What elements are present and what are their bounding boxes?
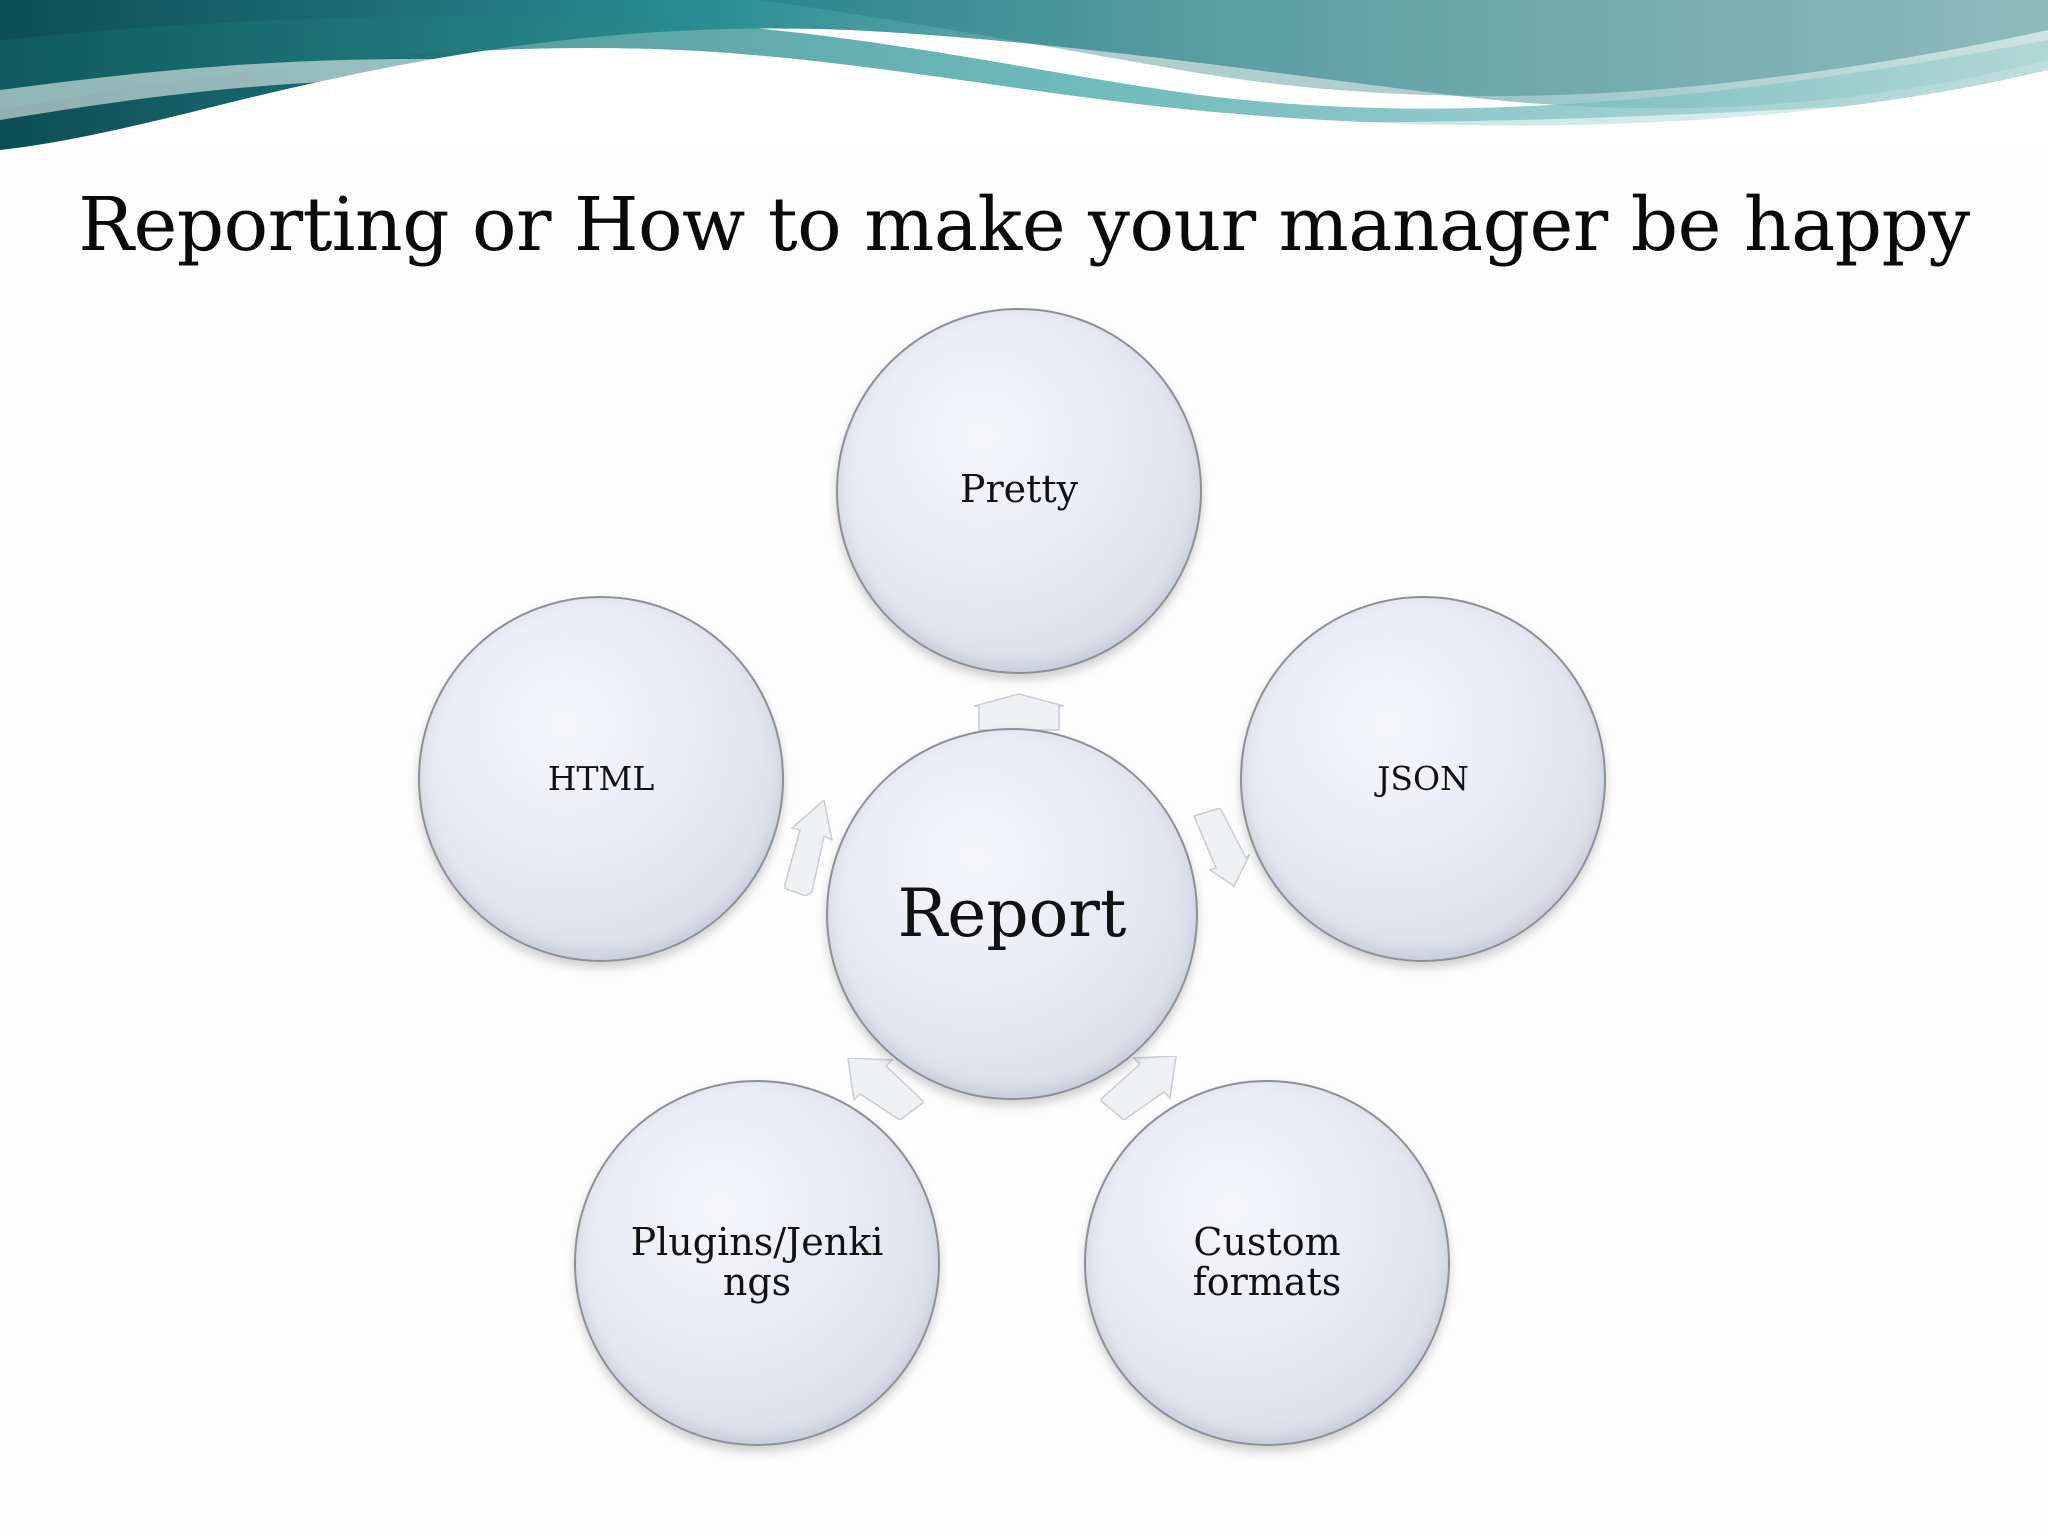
node-label: Custom formats	[1192, 1220, 1342, 1304]
arrow-icon	[847, 1058, 924, 1120]
arrow-icon	[974, 693, 1064, 731]
arrow-icon	[784, 800, 834, 896]
slide-title: Reporting or How to make your manager be…	[78, 182, 1970, 268]
node-json: JSON	[1240, 596, 1606, 962]
node-pretty: Pretty	[836, 308, 1202, 674]
decorative-wave-banner	[0, 0, 2048, 150]
node-custom-formats: Custom formats	[1084, 1080, 1450, 1446]
node-report: Report	[826, 728, 1198, 1100]
node-label: Report	[897, 875, 1127, 953]
node-label: Plugins/Jenki ngs	[630, 1220, 884, 1304]
node-label: HTML	[547, 758, 655, 798]
node-html: HTML	[418, 596, 784, 962]
node-label: Pretty	[959, 467, 1079, 512]
arrow-icon	[1100, 1056, 1177, 1120]
arrow-icon	[1192, 808, 1250, 888]
node-plugins-jenkings: Plugins/Jenki ngs	[574, 1080, 940, 1446]
node-label: JSON	[1377, 758, 1469, 798]
